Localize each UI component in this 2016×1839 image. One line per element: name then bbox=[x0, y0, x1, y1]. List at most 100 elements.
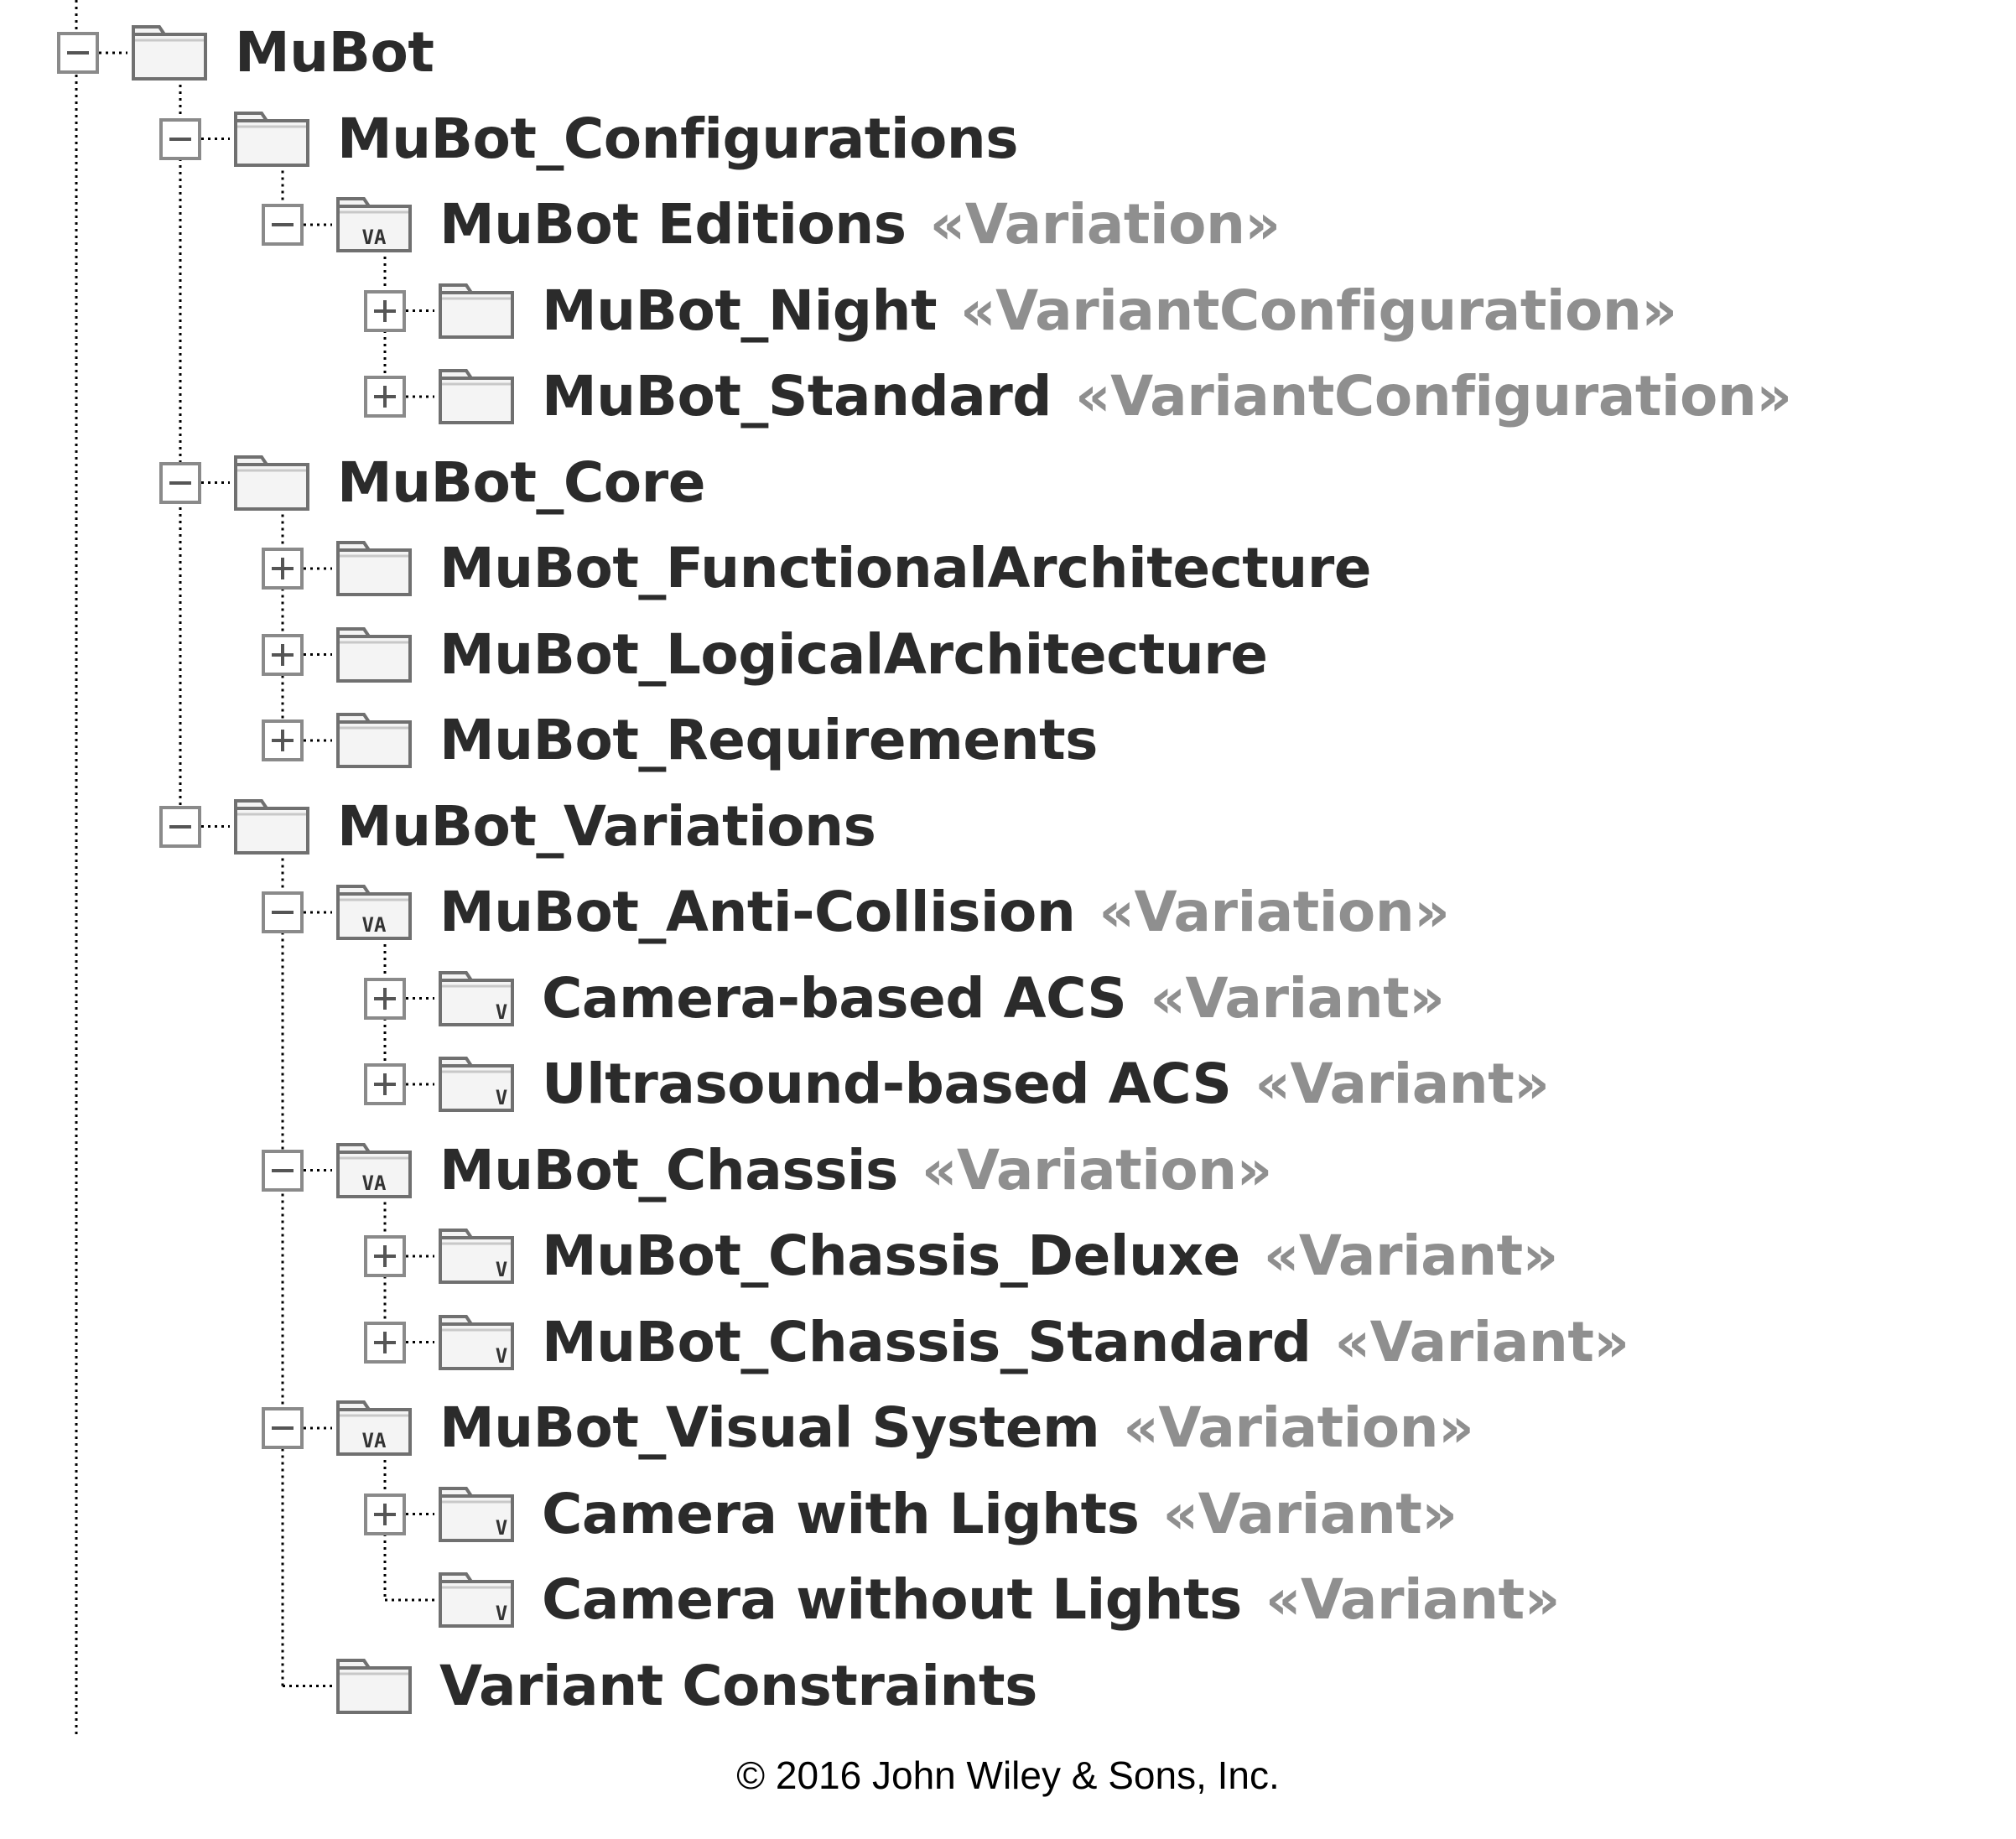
tree-node-label: MuBot Editions bbox=[439, 192, 907, 257]
expand-plus-icon[interactable] bbox=[364, 1063, 406, 1105]
folder-icon bbox=[233, 455, 310, 512]
variation-package-icon: VA bbox=[335, 196, 413, 253]
variant-package-icon: V bbox=[438, 1228, 515, 1285]
tree-node-label: Camera without Lights bbox=[542, 1567, 1242, 1632]
collapse-minus-icon[interactable] bbox=[262, 1407, 304, 1449]
stereotype-label: «Variant» bbox=[1255, 1052, 1550, 1116]
tree-node-label: MuBot bbox=[235, 20, 434, 85]
tree-node-mubot-variations[interactable]: MuBot_Variations bbox=[0, 784, 2016, 870]
stereotype-label: «Variant» bbox=[1162, 1481, 1457, 1546]
tree-node-camera-with-lights[interactable]: V Camera with Lights «Variant» bbox=[0, 1472, 2016, 1557]
tree-node-label: MuBot_Core bbox=[337, 449, 705, 515]
svg-text:V: V bbox=[496, 1344, 507, 1368]
tree-node-mubot-standard[interactable]: MuBot_Standard «VariantConfiguration» bbox=[0, 354, 2016, 439]
tree-node-mubot-logicalarchitecture[interactable]: MuBot_LogicalArchitecture bbox=[0, 612, 2016, 698]
svg-text:VA: VA bbox=[362, 1429, 387, 1452]
expand-plus-icon[interactable] bbox=[364, 376, 406, 418]
expand-plus-icon[interactable] bbox=[364, 1493, 406, 1535]
collapse-minus-icon[interactable] bbox=[57, 32, 99, 74]
stereotype-label: «Variant» bbox=[1150, 965, 1445, 1031]
expand-plus-icon[interactable] bbox=[364, 289, 406, 332]
tree-node-mubot-core[interactable]: MuBot_Core bbox=[0, 440, 2016, 526]
collapse-minus-icon[interactable] bbox=[159, 805, 201, 848]
stereotype-label: «VariantConfiguration» bbox=[1075, 364, 1792, 429]
expand-plus-icon[interactable] bbox=[262, 548, 304, 590]
tree-node-camera-based-acs[interactable]: V Camera-based ACS «Variant» bbox=[0, 956, 2016, 1042]
tree-node-label: MuBot_Variations bbox=[337, 793, 876, 859]
stereotype-label: «Variant» bbox=[1263, 1223, 1559, 1288]
svg-text:V: V bbox=[496, 1258, 507, 1281]
collapse-minus-icon[interactable] bbox=[262, 204, 304, 246]
stereotype-label: «Variation» bbox=[921, 1137, 1273, 1203]
svg-text:VA: VA bbox=[362, 1171, 387, 1195]
stereotype-label: «VariantConfiguration» bbox=[960, 278, 1677, 343]
stereotype-label: «Variation» bbox=[1099, 880, 1450, 944]
tree-node-label: MuBot_Chassis_Deluxe bbox=[542, 1223, 1240, 1288]
tree-node-label: MuBot_Night bbox=[542, 278, 938, 343]
tree-node-label: MuBot_Anti-Collision bbox=[439, 880, 1076, 944]
tree-node-label: MuBot_Visual System bbox=[439, 1395, 1100, 1460]
stereotype-label: «Variant» bbox=[1265, 1567, 1561, 1632]
tree-node-label: Ultrasound-based ACS bbox=[542, 1052, 1232, 1116]
tree-node-label: MuBot_Configurations bbox=[337, 106, 1019, 171]
svg-text:V: V bbox=[496, 1516, 507, 1540]
stereotype-label: «Variation» bbox=[1123, 1395, 1474, 1460]
svg-text:VA: VA bbox=[362, 226, 387, 249]
collapse-minus-icon[interactable] bbox=[262, 1149, 304, 1192]
variant-package-icon: V bbox=[438, 1486, 515, 1543]
tree-node-variant-constraints[interactable]: Variant Constraints bbox=[0, 1644, 2016, 1729]
variation-package-icon: VA bbox=[335, 1142, 413, 1199]
svg-text:V: V bbox=[496, 1000, 507, 1024]
folder-icon bbox=[233, 798, 310, 855]
tree-node-label: MuBot_FunctionalArchitecture bbox=[439, 536, 1372, 600]
tree-node-mubot-anti-collision[interactable]: VA MuBot_Anti-Collision «Variation» bbox=[0, 870, 2016, 955]
folder-icon bbox=[233, 111, 310, 168]
stereotype-label: «Variation» bbox=[929, 192, 1281, 257]
folder-icon bbox=[438, 283, 515, 340]
expand-plus-icon[interactable] bbox=[262, 719, 304, 761]
tree-node-label: MuBot_Standard bbox=[542, 364, 1052, 429]
collapse-minus-icon[interactable] bbox=[159, 117, 201, 160]
tree-node-label: Camera-based ACS bbox=[542, 965, 1127, 1031]
expand-plus-icon[interactable] bbox=[364, 977, 406, 1020]
expand-plus-icon[interactable] bbox=[364, 1321, 406, 1364]
tree-node-label: MuBot_LogicalArchitecture bbox=[439, 621, 1268, 687]
tree-node-camera-without-lights[interactable]: V Camera without Lights «Variant» bbox=[0, 1557, 2016, 1643]
tree-node-label: Camera with Lights bbox=[542, 1481, 1140, 1546]
expand-plus-icon[interactable] bbox=[364, 1235, 406, 1277]
folder-icon bbox=[335, 712, 413, 769]
folder-icon bbox=[335, 540, 413, 597]
svg-text:VA: VA bbox=[362, 913, 387, 937]
variant-package-icon: V bbox=[438, 1314, 515, 1371]
tree-node-label: Variant Constraints bbox=[439, 1653, 1037, 1718]
collapse-minus-icon[interactable] bbox=[262, 891, 304, 933]
svg-text:V: V bbox=[496, 1602, 507, 1625]
tree-node-mubot-night[interactable]: MuBot_Night «VariantConfiguration» bbox=[0, 268, 2016, 354]
stereotype-label: «Variant» bbox=[1334, 1309, 1629, 1374]
collapse-minus-icon[interactable] bbox=[159, 461, 201, 504]
tree-node-label: MuBot_Requirements bbox=[439, 708, 1098, 772]
folder-icon bbox=[131, 24, 208, 81]
tree-node-label: MuBot_Chassis bbox=[439, 1137, 898, 1203]
tree-node-mubot-visual-system[interactable]: VA MuBot_Visual System «Variation» bbox=[0, 1385, 2016, 1471]
tree-node-mubot[interactable]: MuBot bbox=[0, 10, 2016, 96]
variation-package-icon: VA bbox=[335, 1400, 413, 1457]
copyright-credit: © 2016 John Wiley & Sons, Inc. bbox=[736, 1753, 1280, 1797]
variant-package-icon: V bbox=[438, 1571, 515, 1629]
expand-plus-icon[interactable] bbox=[262, 633, 304, 676]
tree-node-mubot-requirements[interactable]: MuBot_Requirements bbox=[0, 698, 2016, 783]
tree-node-label: MuBot_Chassis_Standard bbox=[542, 1309, 1312, 1374]
folder-icon bbox=[335, 626, 413, 683]
folder-icon bbox=[335, 1658, 413, 1715]
tree-node-mubot-chassis-deluxe[interactable]: V MuBot_Chassis_Deluxe «Variant» bbox=[0, 1213, 2016, 1299]
variant-package-icon: V bbox=[438, 970, 515, 1027]
tree-node-mubot-editions[interactable]: VA MuBot Editions «Variation» bbox=[0, 182, 2016, 268]
tree-node-mubot-chassis[interactable]: VA MuBot_Chassis «Variation» bbox=[0, 1128, 2016, 1213]
tree-node-mubot-configurations[interactable]: MuBot_Configurations bbox=[0, 96, 2016, 182]
tree-node-mubot-functionalarchitecture[interactable]: MuBot_FunctionalArchitecture bbox=[0, 526, 2016, 611]
tree-node-mubot-chassis-standard[interactable]: V MuBot_Chassis_Standard «Variant» bbox=[0, 1300, 2016, 1385]
variation-package-icon: VA bbox=[335, 884, 413, 941]
